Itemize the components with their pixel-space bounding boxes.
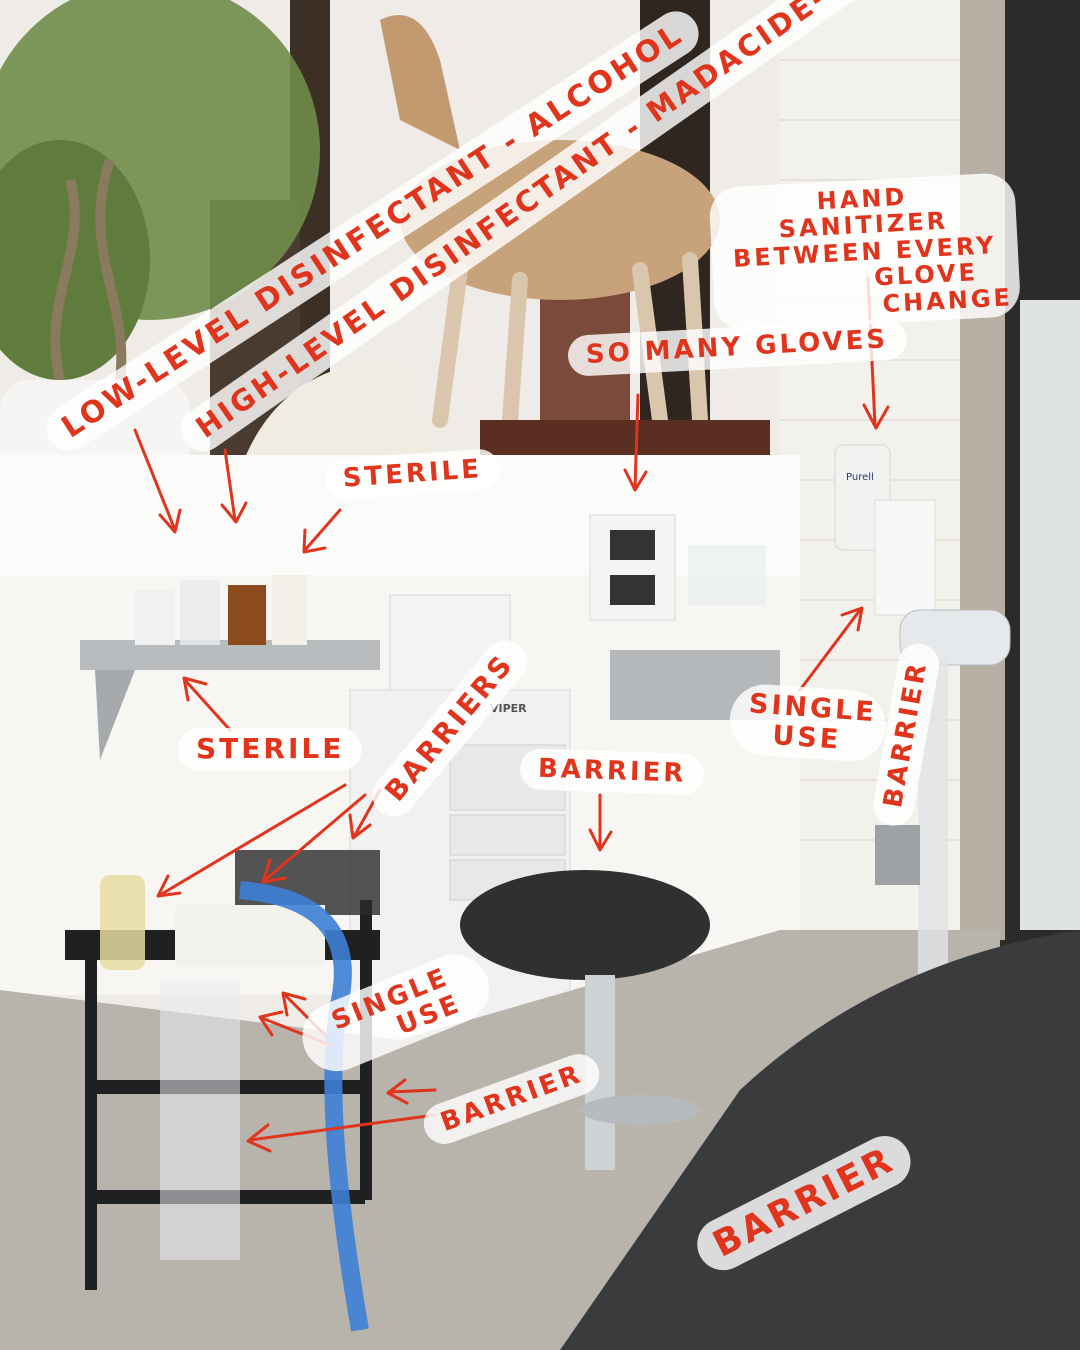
- cabinet-brand-text: VIPER: [490, 702, 527, 715]
- window-glass: [1020, 300, 1080, 930]
- hand-sanitizer-label: HAND SANITIZER BETWEEN EVERY GLOVE CHANG…: [708, 172, 1022, 332]
- ink-bottle: [272, 575, 307, 645]
- concrete-column: [960, 0, 1005, 940]
- plant-foliage-2: [0, 140, 150, 380]
- skull: [240, 360, 440, 470]
- stool-footrest: [580, 1095, 700, 1125]
- single-use-towel-label: SINGLE USE: [727, 682, 889, 765]
- plastic-wrap: [160, 980, 240, 1260]
- deer-base: [480, 420, 770, 460]
- spray-bottle: [180, 580, 220, 645]
- soap-bottle: [100, 875, 145, 970]
- barrier-stool-label: BARRIER: [519, 748, 706, 796]
- paper-towels-on-cart: [175, 905, 325, 965]
- glove-box-2: [610, 575, 655, 605]
- bottle: [135, 590, 175, 645]
- deer-head: [380, 15, 460, 150]
- paper-towel-roll: [874, 499, 936, 616]
- table-cover-barrier: [560, 930, 1080, 1350]
- glove-box-1: [610, 530, 655, 560]
- plant-branches: [50, 158, 127, 382]
- sterile-shelf-label: STERILE: [178, 728, 363, 771]
- stool-seat-barrier: [460, 870, 710, 980]
- electrical-outlet: [875, 825, 920, 885]
- dispenser-brand-text: Purell: [846, 472, 874, 483]
- acrylic-holder: [688, 545, 766, 605]
- amber-spray-bottle: [228, 585, 266, 645]
- shelf-bracket: [95, 670, 135, 760]
